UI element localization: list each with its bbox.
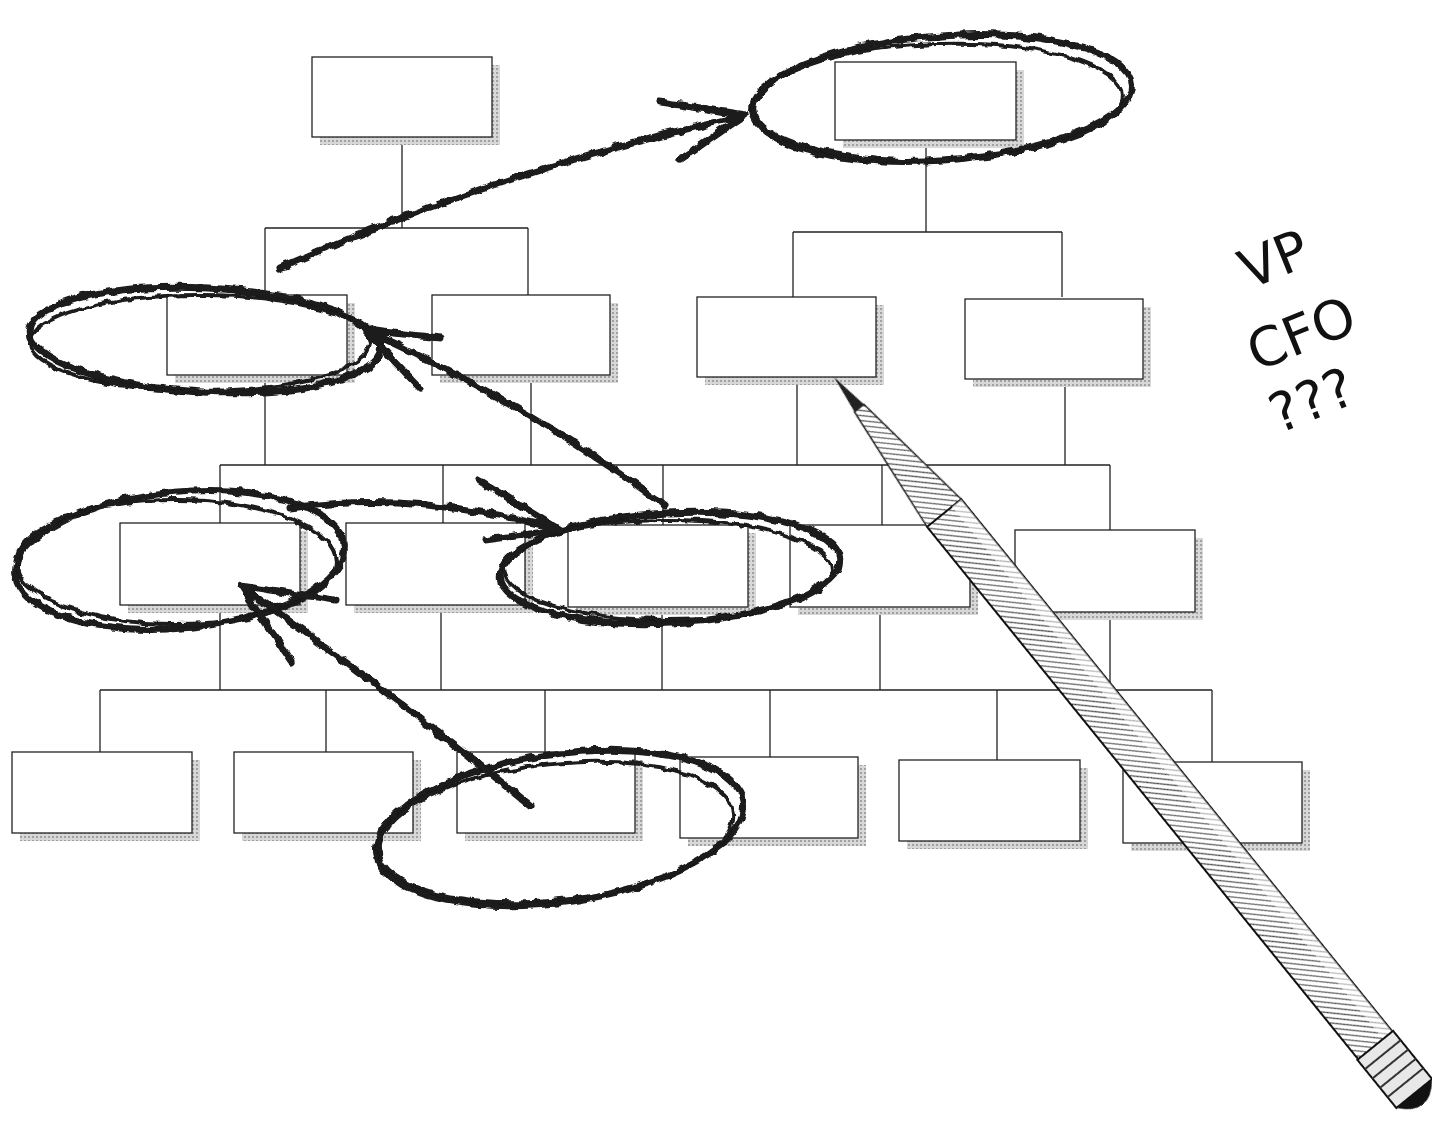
- crayon-arrow: [365, 330, 665, 505]
- org-box: [568, 525, 748, 607]
- crayon-arrow: [280, 102, 745, 268]
- chart-line: [220, 375, 1110, 465]
- org-box: [12, 752, 192, 833]
- crayon-circle: [748, 23, 1136, 173]
- crayon-circle: [504, 520, 832, 620]
- crayon-circle: [372, 746, 740, 918]
- org-box: [965, 299, 1143, 379]
- crayon-circle: [367, 729, 754, 927]
- crayon-circle: [16, 500, 336, 624]
- pencil-eraser: [1396, 1079, 1432, 1119]
- org-box: [697, 297, 876, 377]
- crayon-arrow: [240, 585, 530, 805]
- crayon-arrow: [290, 480, 560, 540]
- pencil-body: [927, 499, 1392, 1059]
- crayon-circle: [27, 279, 384, 401]
- chart-line: [265, 137, 528, 295]
- pencil-ferrule-rings: [1365, 1040, 1423, 1097]
- crayon-circle: [10, 478, 351, 642]
- handwritten-note: CFO: [1240, 288, 1363, 380]
- pencil-lead: [829, 373, 863, 412]
- org-box: [899, 760, 1080, 841]
- org-box: [312, 57, 492, 137]
- org-box: [432, 295, 610, 375]
- pencil-wood: [842, 394, 961, 527]
- crayon-circle: [752, 38, 1124, 167]
- handwritten-note: VP: [1232, 222, 1317, 298]
- org-box: [835, 62, 1016, 140]
- pencil: [816, 363, 1432, 1119]
- pencil-highlight: [952, 499, 1392, 1039]
- crayon-circle: [30, 295, 370, 391]
